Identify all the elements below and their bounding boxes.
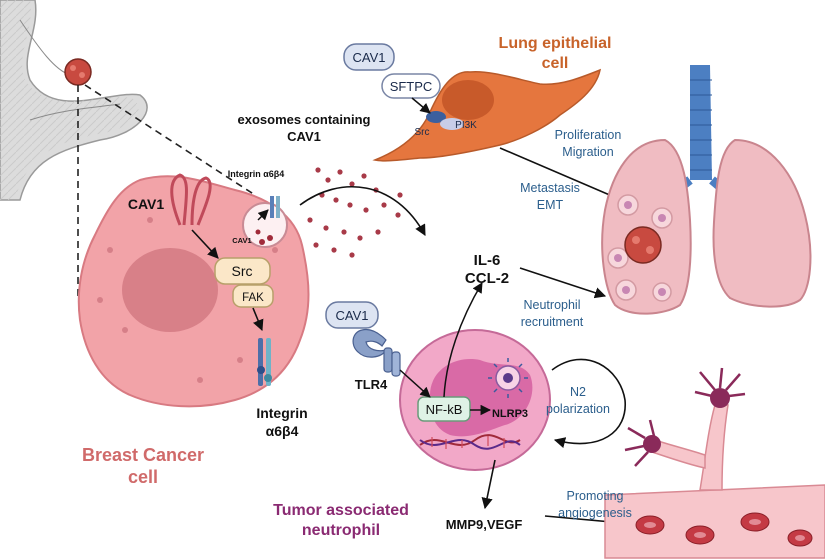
cav1-box-tlr: [325, 301, 379, 329]
dashed-guide-right: [84, 84, 256, 196]
integrin-exo-icon: [270, 196, 274, 218]
cav1-exo-label: CAV1: [232, 236, 251, 245]
tan-title-line2: neutrophil: [302, 522, 380, 539]
right-lung: [712, 138, 812, 308]
integrin-exo-label: Integrin α6β4: [228, 169, 285, 179]
lung-cell-title-line1: Lung epithelial: [499, 35, 612, 52]
src-label: Src: [232, 263, 253, 279]
cancer-nucleus: [122, 248, 218, 332]
cav1-to-src-arrow: [191, 229, 219, 259]
promoting-label: Promoting: [567, 489, 624, 503]
lungs-illustration: [601, 65, 812, 315]
integrin-label-line1: Integrin: [256, 405, 307, 421]
cav1-tlr-label: CAV1: [336, 308, 369, 323]
integrin-label-line2: α6β4: [266, 423, 299, 439]
tan-title-line1: Tumor associated: [273, 502, 409, 519]
cav1-cancer-label: CAV1: [128, 196, 165, 212]
angiogenesis-label: angiogenesis: [558, 506, 632, 520]
breast-cancer-title-line2: cell: [128, 467, 158, 487]
mmp9-vegf-label: MMP9,VEGF: [446, 517, 523, 532]
exosome-travel-arrow: [299, 185, 426, 236]
il6-label: IL-6: [474, 252, 501, 269]
lung-tumor: [624, 226, 662, 264]
cav1-lung-label: CAV1: [353, 50, 386, 65]
tlr4-receptor-icon: [352, 328, 401, 377]
neutrophil-to-mmp9-arrow: [481, 459, 496, 510]
integrin-membrane-icon: [257, 338, 272, 386]
src-small-label: Src: [415, 127, 430, 138]
lung-cell-title-line2: cell: [542, 55, 569, 72]
breast-cancer-title-line1: Breast Cancer: [82, 445, 204, 465]
tip-cell-left-icon: [624, 419, 661, 467]
n2-label: N2: [570, 385, 586, 399]
pi3k-icon: [440, 118, 464, 130]
fak-box: [232, 284, 274, 308]
polarization-label: polarization: [546, 402, 610, 416]
src-icon: [426, 111, 446, 123]
tip-cell-top-icon: [694, 367, 746, 408]
exosome: [242, 196, 288, 248]
exosome-particles: [307, 167, 403, 258]
nfkb-to-cytokines-arrow: [443, 282, 483, 398]
exosomes-label-line2: CAV1: [287, 129, 321, 144]
breast-tumor: [64, 58, 92, 86]
exo-arrow: [257, 209, 269, 221]
tlr4-to-nfkb-arrow: [399, 369, 431, 398]
migration-label: Migration: [562, 145, 613, 159]
exosomes-label-line1: exosomes containing: [238, 112, 371, 127]
sftpc-to-src-arrow: [411, 97, 431, 114]
cytokines-to-lungs-arrow: [519, 267, 607, 299]
metastasis-label: Metastasis: [520, 181, 580, 195]
src-box: [214, 257, 271, 285]
fak-to-integrin-arrow: [252, 307, 264, 332]
emt-label: EMT: [537, 198, 564, 212]
sftpc-box: [381, 73, 441, 99]
tlr4-label: TLR4: [355, 377, 388, 392]
pi3k-label: PI3K: [455, 120, 477, 131]
neutrophil-recruitment-line1: Neutrophil: [524, 298, 581, 312]
neutrophil-recruitment-line2: recruitment: [521, 315, 584, 329]
cav1-box-lung: [343, 43, 395, 71]
sftpc-label: SFTPC: [390, 79, 433, 94]
lung-cell-nucleus: [442, 80, 494, 120]
blood-vessel-illustration: [604, 367, 825, 559]
lung-epithelial-cell: [372, 68, 602, 162]
proliferation-label: Proliferation: [555, 128, 622, 142]
nlrp3-label: NLRP3: [492, 408, 528, 420]
fak-label: FAK: [242, 292, 264, 304]
ccl2-label: CCL-2: [465, 270, 509, 287]
breast-illustration: [0, 0, 148, 201]
nfkb-label: NF-kB: [426, 402, 463, 417]
n2-polarization-arrow: [551, 358, 626, 449]
